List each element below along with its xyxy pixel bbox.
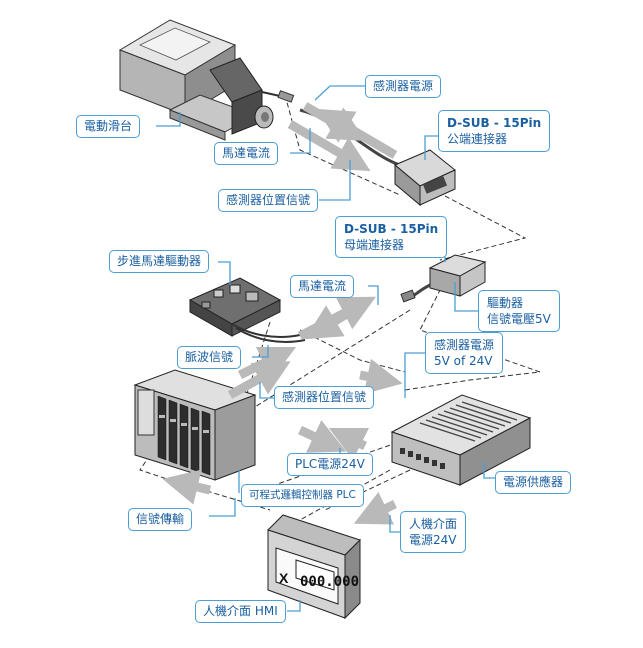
stepper-driver-illustration [188, 277, 306, 343]
label-connectors [156, 85, 495, 612]
signal-arrows [162, 102, 403, 525]
label-dsub-male-line2: 公端連接器 [447, 132, 508, 146]
label-sensor-position-mid: 感測器位置信號 [274, 386, 375, 409]
dsub-female-connector-illustration [400, 254, 487, 303]
label-plc: 可程式邏輯控制器 PLC [241, 484, 364, 507]
label-driver-signal-line2: 信號電壓5V [487, 312, 551, 326]
label-sensor-power-top: 感測器電源 [365, 75, 442, 98]
label-hmi-power-line2: 電源24V [409, 533, 457, 547]
label-sensor-power-mid-line1: 感測器電源 [434, 338, 495, 352]
power-supply-illustration [390, 394, 532, 486]
hmi-axis-label: X [279, 570, 289, 586]
label-driver-signal: 驅動器 信號電壓5V [478, 290, 560, 332]
label-motor-current-mid: 馬達電流 [290, 275, 355, 298]
label-hmi: 人機介面 HMI [195, 600, 286, 623]
label-dsub-male: D-SUB - 15Pin 公端連接器 [438, 110, 551, 152]
label-power-supply: 電源供應器 [495, 471, 572, 494]
label-sensor-power-mid-line2: 5V of 24V [434, 354, 493, 368]
motor-stage-illustration [118, 19, 295, 141]
label-sensor-power-mid: 感測器電源 5V of 24V [425, 332, 504, 374]
label-stepper-driver: 步進馬達驅動器 [109, 250, 210, 273]
plc-illustration [133, 369, 257, 481]
label-dsub-male-line1: D-SUB - 15Pin [447, 116, 542, 130]
label-dsub-female-line1: D-SUB - 15Pin [344, 222, 439, 236]
label-motor-current-top: 馬達電流 [214, 142, 279, 165]
label-plc-power: PLC電源24V [287, 453, 373, 476]
hmi-illustration [267, 514, 361, 620]
label-hmi-power: 人機介面 電源24V [400, 511, 467, 553]
label-sensor-position-top: 感測器位置信號 [218, 189, 319, 212]
label-signal-transfer: 信號傳輸 [128, 508, 193, 531]
label-pulse-signal: 脈波信號 [177, 346, 242, 369]
label-driver-signal-line1: 驅動器 [487, 296, 524, 310]
hmi-readout-value: 000.000 [300, 574, 360, 590]
dsub-male-connector-illustration [299, 108, 456, 207]
label-hmi-power-line1: 人機介面 [409, 517, 458, 531]
label-dsub-female-line2: 母端連接器 [344, 238, 405, 252]
label-dsub-female: D-SUB - 15Pin 母端連接器 [335, 216, 448, 258]
label-motor-stage: 電動滑台 [76, 115, 141, 138]
